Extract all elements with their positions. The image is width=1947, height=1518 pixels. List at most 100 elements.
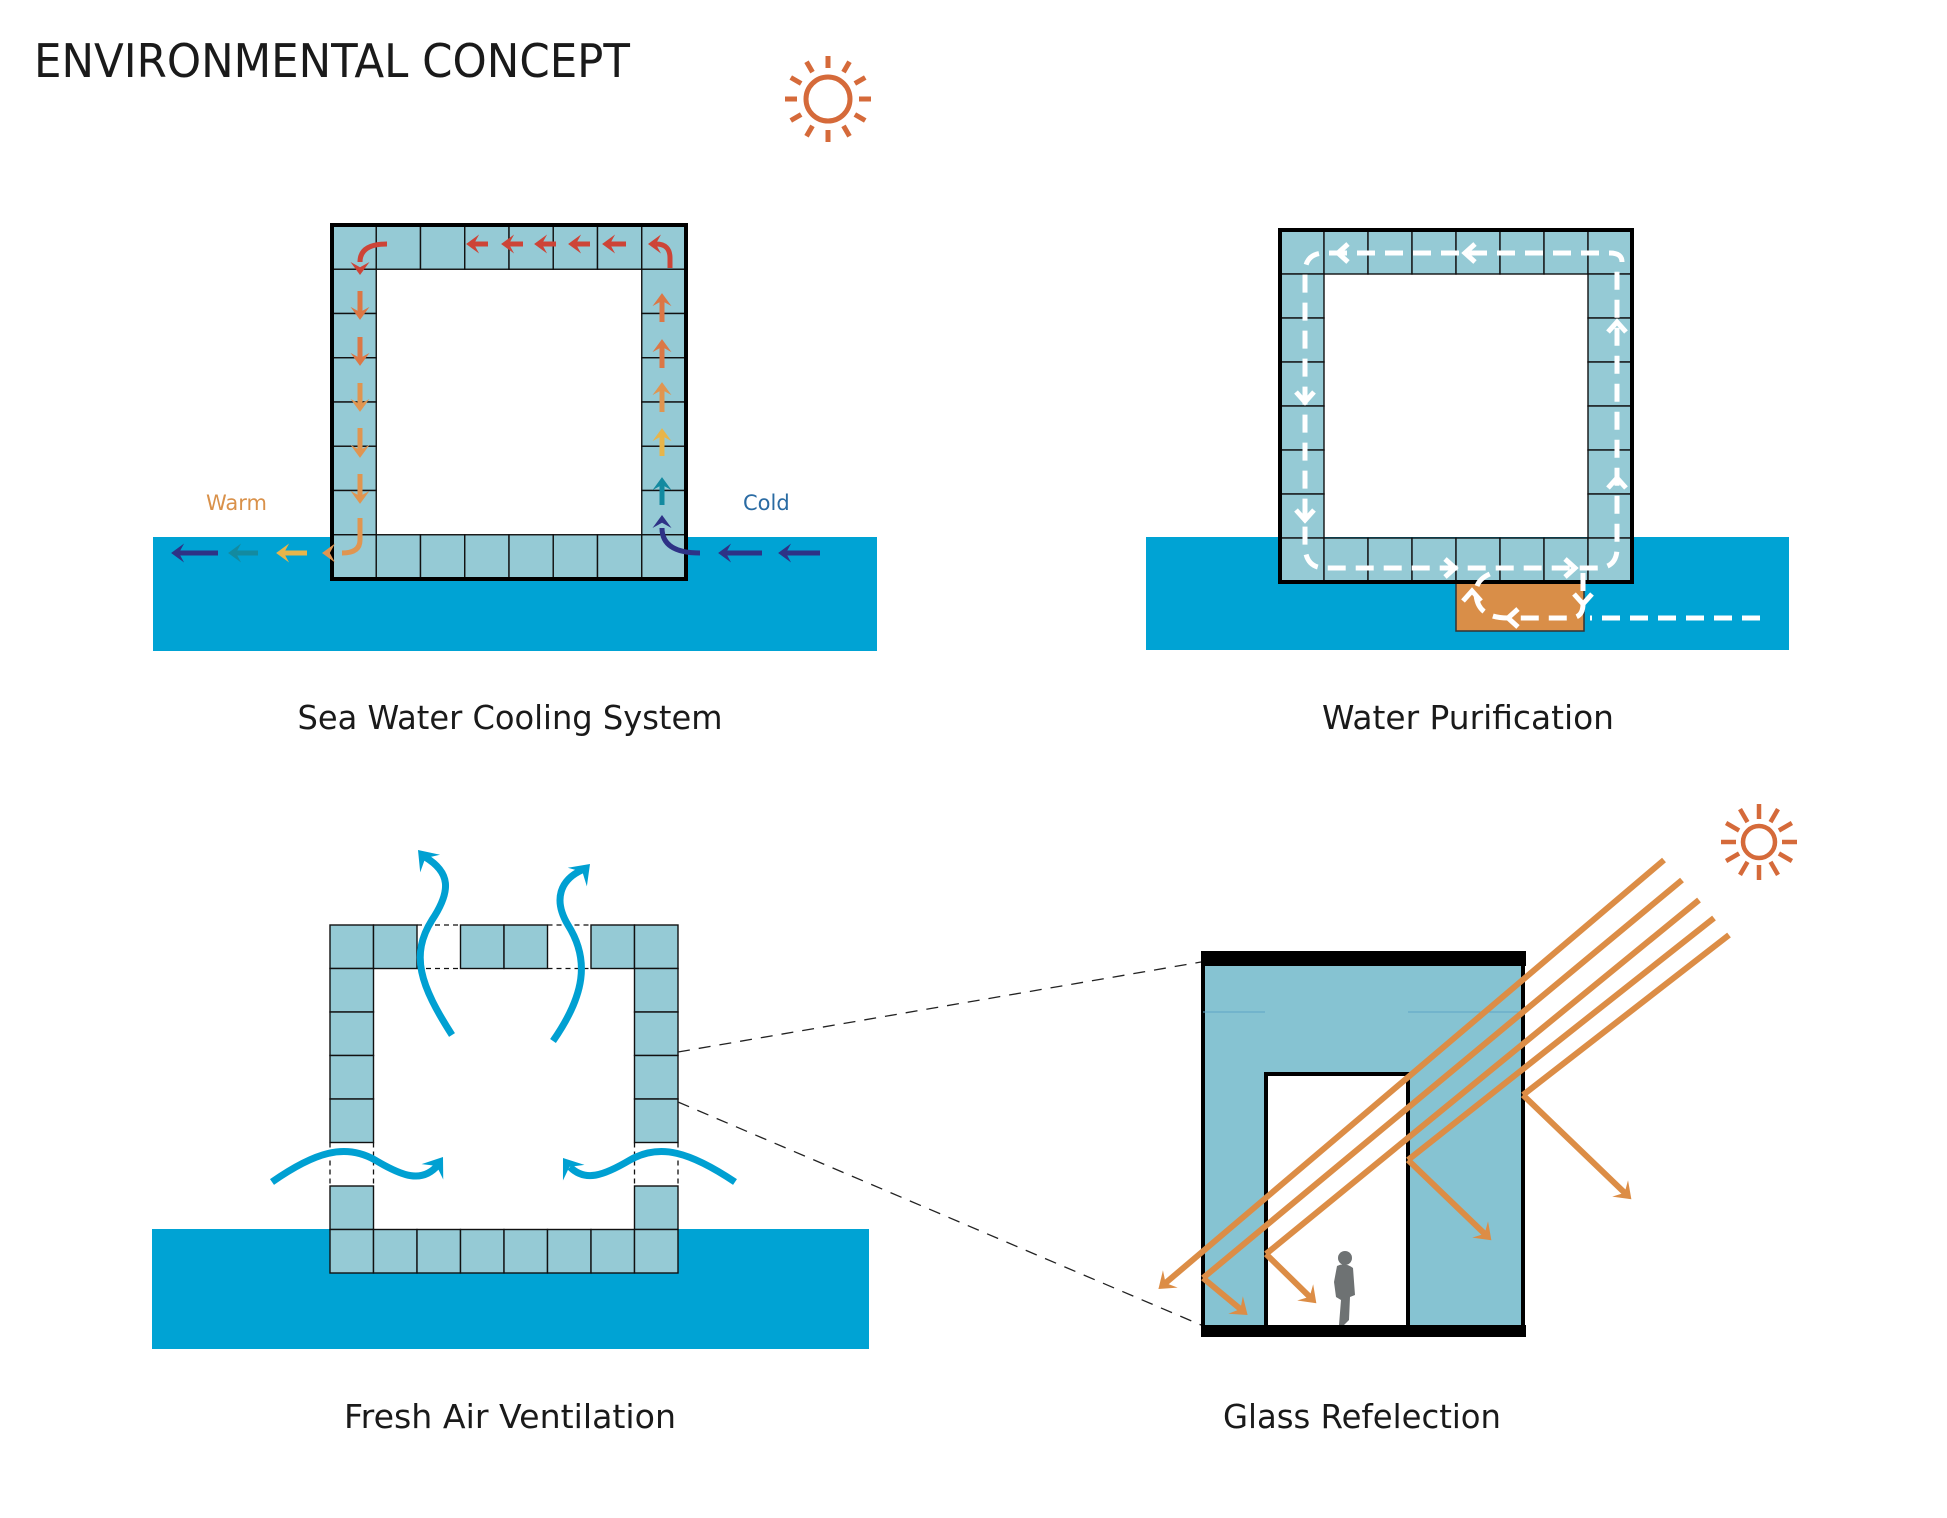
sun-ray	[1738, 860, 1750, 877]
direction-chevron	[1294, 508, 1316, 524]
sun-ray	[1724, 821, 1741, 833]
building-tile-frame	[329, 924, 679, 1274]
arrow-head	[276, 543, 290, 563]
wall-tile	[331, 312, 377, 359]
incident-ray	[1201, 877, 1684, 1281]
tank-loop-path	[1473, 569, 1586, 621]
air-inflow-arrow	[567, 1148, 737, 1185]
panel-sea-water-cooling: Warm Cold Sea Water Cooling System	[153, 223, 877, 737]
caption-water-purification: Water Purification	[1322, 698, 1614, 737]
wall-tile	[329, 1054, 375, 1100]
direction-chevron	[1563, 557, 1579, 579]
wall-tile	[1279, 449, 1325, 495]
panel-glass-reflection: Glass Refelection	[1158, 804, 1797, 1436]
frame-outline	[1278, 228, 1634, 584]
arrow-head	[350, 306, 370, 320]
sun-ray	[804, 124, 815, 138]
flow-arrow	[655, 241, 673, 268]
wall-tile	[331, 357, 377, 403]
sun-ray	[789, 75, 803, 86]
wall-tile	[331, 268, 377, 315]
arrow-head	[652, 293, 672, 307]
sun-disc	[1740, 823, 1778, 861]
direction-chevron	[1294, 390, 1316, 406]
sun-ray	[1768, 807, 1780, 824]
wall-tile	[416, 1228, 462, 1274]
building-tile-frame	[330, 223, 688, 581]
wall-tile	[503, 1228, 549, 1274]
arrow-head	[350, 444, 370, 458]
wall-tile	[633, 1054, 679, 1100]
ground-slab	[1201, 1325, 1526, 1337]
wall-tile	[1279, 537, 1325, 583]
wall-tile	[1587, 317, 1633, 363]
warm-label: Warm	[206, 491, 267, 515]
arrow-head	[652, 428, 672, 442]
arrow-head	[652, 477, 672, 491]
wall-tile	[329, 1228, 375, 1274]
arrow-head	[501, 234, 515, 254]
sun-ray	[1777, 851, 1794, 863]
arrow-head	[1297, 1284, 1317, 1304]
arrow-head	[602, 234, 616, 254]
wall-tile	[329, 924, 375, 970]
wall-tile	[375, 534, 422, 580]
sun-ray	[1768, 860, 1780, 877]
incident-ray	[1264, 897, 1701, 1257]
direction-chevron	[1606, 318, 1628, 334]
wall-tile	[1279, 273, 1325, 319]
flow-arrow	[341, 518, 363, 556]
arrow-head	[1612, 1180, 1632, 1200]
purification-flow-path	[1294, 242, 1760, 629]
arrow-head	[718, 543, 732, 563]
wall-tile	[329, 1185, 375, 1231]
arrow-head	[1228, 1296, 1248, 1315]
incident-ray	[1521, 932, 1731, 1098]
purification-loop-path	[1302, 250, 1625, 571]
direction-chevron	[1443, 557, 1459, 579]
wall-tile	[331, 445, 377, 492]
section-callout-line-top	[677, 961, 1202, 1053]
arrow-head	[567, 864, 590, 887]
direction-chevron	[1461, 242, 1477, 264]
arrow-head	[652, 382, 672, 396]
arrow-head	[562, 1158, 585, 1181]
wall-tile	[1455, 537, 1501, 583]
caption-fresh-air-ventilation: Fresh Air Ventilation	[344, 1397, 676, 1436]
wall-tile	[331, 534, 377, 580]
cold-label: Cold	[743, 491, 790, 515]
wall-tile	[590, 1228, 636, 1274]
reflected-ray	[1263, 1251, 1316, 1303]
arrow-head	[418, 850, 441, 873]
arrow-head	[466, 234, 480, 254]
arrow-head	[778, 543, 792, 563]
arrow-head	[350, 262, 370, 275]
sun-rays	[1158, 857, 1731, 1315]
wall-tile	[459, 1228, 505, 1274]
wall-tile	[503, 924, 549, 970]
sun-disc	[803, 74, 853, 124]
wall-tile	[331, 489, 377, 536]
wall-tile	[464, 534, 510, 580]
arrow-head	[534, 234, 548, 254]
flow-arrow	[357, 241, 388, 263]
sun-icon	[785, 56, 871, 142]
air-flow-arrows	[269, 850, 737, 1185]
arrow-head	[350, 490, 370, 504]
wall-tile	[1367, 537, 1413, 583]
roof-slab	[1201, 951, 1526, 966]
wall-tile	[1587, 405, 1633, 451]
arrow-head	[652, 515, 672, 528]
page-title: ENVIRONMENTAL CONCEPT	[34, 34, 631, 88]
wall-tile	[419, 534, 466, 580]
sun-ray	[841, 124, 852, 138]
wall-tile	[1587, 273, 1633, 319]
wall-tile	[459, 924, 505, 970]
wall-tile	[1587, 361, 1633, 407]
flow-arrow	[659, 527, 701, 556]
wall-tile	[633, 924, 679, 970]
wall-tile	[1587, 493, 1633, 539]
wall-tile	[1587, 537, 1633, 583]
arrow-head	[228, 543, 242, 563]
purification-tank	[1455, 581, 1585, 632]
